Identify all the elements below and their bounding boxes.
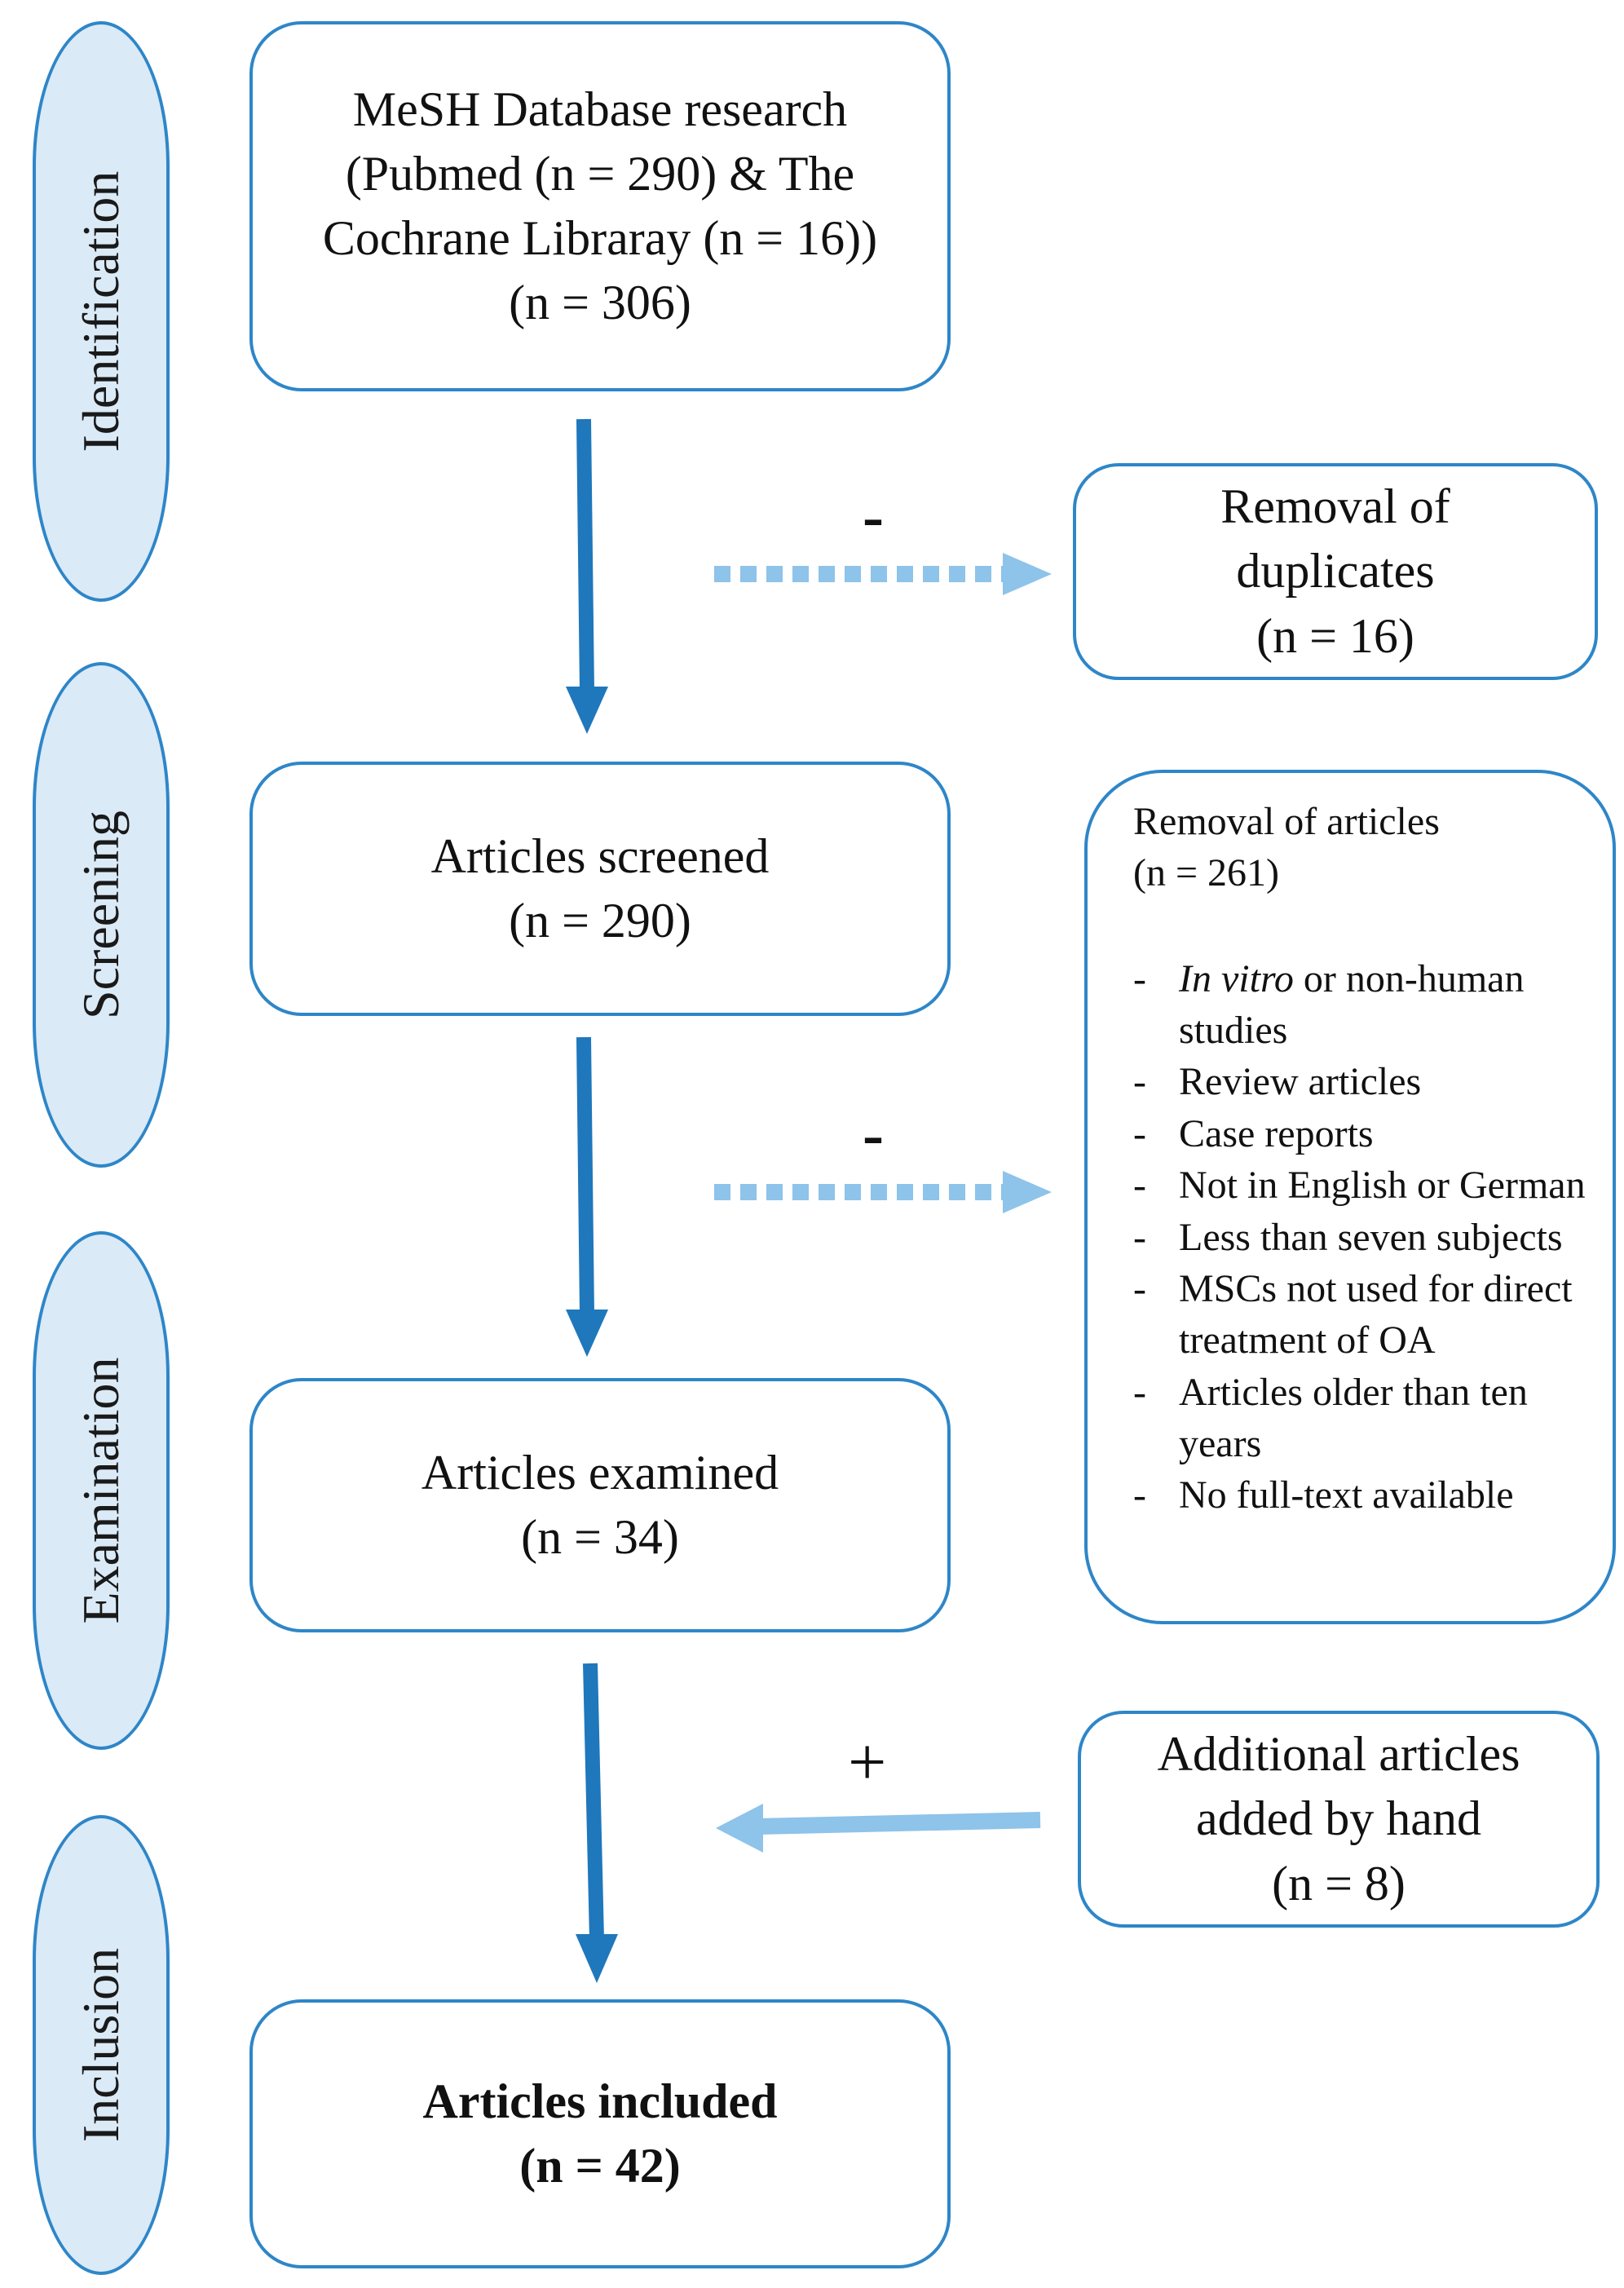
arrow-examination-to-inclusion [583, 1663, 604, 1940]
exclusion-item: - Not in English or German [1133, 1159, 1596, 1211]
exclusion-item-text: MSCs not used for direct treatment of OA [1179, 1266, 1573, 1363]
exclusion-item-text: Not in English or German [1179, 1164, 1586, 1208]
dotted-arrowhead-exclusion [1003, 1171, 1052, 1213]
box-removal-of-articles: Removal of articles (n = 261) - In vitro… [1084, 770, 1616, 1624]
examined-line-1: Articles examined [421, 1445, 779, 1500]
box-additional-articles: Additional articles added by hand (n = 8… [1078, 1711, 1600, 1928]
search-line-3: Cochrane Libraray (n = 16)) [322, 211, 878, 265]
exclusion-bullet: - [1133, 1370, 1146, 1414]
exclusion-item: - Review articles [1133, 1056, 1596, 1107]
exclusion-item-italic: In vitro [1179, 956, 1294, 1000]
screened-line-2: (n = 290) [509, 894, 691, 947]
exclusion-bullet: - [1133, 956, 1146, 1000]
additional-line-2: added by hand [1196, 1791, 1481, 1846]
exclusion-item-text: or non-human studies [1179, 956, 1525, 1053]
exclusion-item: - Case reports [1133, 1108, 1596, 1159]
arrowhead-screening-to-examination [566, 1310, 608, 1357]
exclusion-item: - Less than seven subjects [1133, 1212, 1596, 1263]
duplicates-line-1: Removal of [1220, 479, 1450, 534]
search-line-4: (n = 306) [509, 276, 691, 330]
exclusion-bullet: - [1133, 1111, 1146, 1155]
exclusion-count: (n = 261) [1133, 851, 1280, 895]
exclusion-bullet: - [1133, 1266, 1146, 1310]
exclusion-bullet: - [1133, 1060, 1146, 1104]
box-removal-duplicates: Removal of duplicates (n = 16) [1073, 463, 1598, 680]
stage-examination: Examination [33, 1231, 170, 1750]
box-articles-included: Articles included (n = 42) [249, 1999, 951, 2268]
stage-screening: Screening [33, 662, 170, 1168]
exclusion-item: - No full-text available [1133, 1469, 1596, 1521]
duplicates-line-2: duplicates [1236, 544, 1435, 599]
minus-sign-exclusion: - [863, 1098, 884, 1169]
duplicates-line-3: (n = 16) [1256, 608, 1414, 663]
exclusion-item: - In vitro or non-human studies [1133, 953, 1596, 1057]
screened-line-1: Articles screened [430, 828, 770, 883]
included-line-1: Articles included [422, 2074, 778, 2128]
additional-line-1: Additional articles [1157, 1727, 1520, 1782]
additional-line-3: (n = 8) [1272, 1856, 1406, 1910]
exclusion-bullet: - [1133, 1215, 1146, 1259]
examined-line-2: (n = 34) [521, 1510, 679, 1564]
exclusion-item-text: No full-text available [1179, 1473, 1514, 1517]
exclusion-item-text: Review articles [1179, 1060, 1422, 1104]
exclusion-item-text: Articles older than ten years [1179, 1370, 1528, 1465]
arrow-additional [757, 1812, 1041, 1835]
search-line-2: (Pubmed (n = 290) & The [345, 146, 855, 201]
exclusion-item-text: Case reports [1179, 1111, 1374, 1155]
exclusion-item: - MSCs not used for direct treatment of … [1133, 1263, 1596, 1367]
arrowhead-identification-to-screening [566, 687, 608, 734]
search-line-1: MeSH Database research [352, 82, 848, 136]
exclusion-bullet: - [1133, 1473, 1146, 1517]
plus-sign-additional: + [848, 1725, 887, 1800]
arrow-identification-to-screening [576, 418, 594, 692]
arrowhead-examination-to-inclusion [576, 1934, 618, 1983]
exclusion-item: - Articles older than ten years [1133, 1367, 1596, 1470]
exclusion-title: Removal of articles [1133, 800, 1440, 843]
stage-inclusion: Inclusion [33, 1815, 170, 2275]
minus-sign-duplicates: - [863, 480, 884, 551]
box-database-search: MeSH Database research (Pubmed (n = 290)… [249, 21, 951, 391]
stage-identification: Identification [33, 21, 170, 602]
exclusion-item-text: Less than seven subjects [1179, 1215, 1563, 1259]
arrowhead-additional [716, 1804, 763, 1853]
dotted-arrowhead-duplicates [1003, 553, 1052, 595]
included-line-2: (n = 42) [519, 2139, 681, 2193]
box-articles-screened: Articles screened (n = 290) [249, 762, 951, 1016]
box-articles-examined: Articles examined (n = 34) [249, 1378, 951, 1632]
exclusion-bullet: - [1133, 1164, 1146, 1208]
arrow-screening-to-examination [576, 1036, 594, 1315]
